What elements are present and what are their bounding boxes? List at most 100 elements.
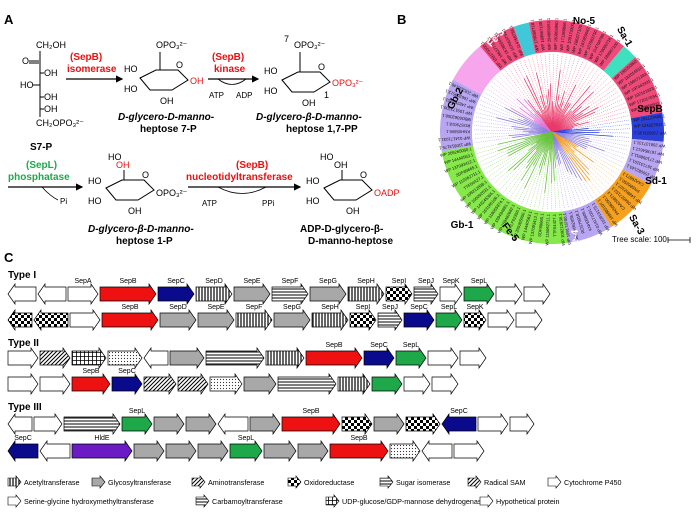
gene-arrow	[7, 372, 39, 396]
gene-arrow	[165, 439, 197, 463]
p2-ho1: HO	[264, 66, 278, 76]
clade-sector	[603, 46, 636, 79]
accession-label: WP 294865053.1	[546, 17, 552, 50]
accession-label: ROS79018.1	[445, 121, 470, 128]
p1-ho1: HO	[124, 64, 138, 74]
gene-arrow	[515, 308, 543, 332]
p2-num7: 7	[284, 34, 289, 44]
gene-arrow	[487, 308, 515, 332]
gene-label: SepL	[471, 278, 487, 285]
gene-sep-l	[463, 282, 495, 306]
legend-item: Hypothetical protein	[479, 494, 560, 508]
p3-ho-top: HO	[108, 152, 122, 162]
p4-oadp: OADP	[374, 188, 400, 198]
accession-label: WP 179080718.1	[529, 18, 540, 51]
legend-item: Radical SAM	[467, 475, 526, 489]
s7p-ho: HO	[20, 80, 34, 90]
p4-oh: OH	[346, 206, 360, 216]
gene-sep-c	[111, 372, 143, 396]
product1-name-line2: heptose 7-P	[140, 124, 197, 135]
gene-sep-b	[281, 412, 341, 436]
gene-label: SepH	[321, 304, 339, 311]
gene-sep-c	[441, 412, 477, 436]
gene-sep-a	[67, 282, 99, 306]
gene-label: SepC	[450, 408, 468, 415]
gene-label: SepC	[370, 342, 388, 349]
s7p-label: S7-P	[30, 142, 53, 153]
clade-sector	[563, 199, 612, 243]
gene-sep-k	[463, 308, 487, 332]
p4-o: O	[360, 170, 367, 180]
legend-swatch	[191, 475, 206, 489]
gene-arrow	[523, 282, 551, 306]
accession-label: WP 124327813.1	[634, 121, 667, 128]
type-ii-label: Type II	[8, 338, 39, 349]
pathway-panel: CH₂OH O OH HO OH OH CH₂OPO₃²⁻ S7-P (SepB…	[8, 34, 400, 247]
gene-sep-f	[235, 308, 273, 332]
heptose-7p-structure: OPO₃²⁻ O HO HO OH OH	[124, 40, 204, 106]
gene-arrow	[143, 346, 169, 370]
accession-label: MBD6062058.1	[568, 211, 580, 241]
gene-arrow	[185, 412, 217, 436]
gene-arrow	[71, 346, 107, 370]
gene-arrow	[7, 412, 33, 436]
gene-arrow	[7, 346, 39, 370]
kinase-atp: ATP	[209, 91, 224, 100]
gene-arrow	[39, 439, 71, 463]
gene-label: SepB	[121, 304, 138, 311]
kinase-enzyme: (SepB)	[212, 52, 244, 63]
clade-sector	[441, 145, 568, 244]
gene-arrow	[197, 439, 229, 463]
clade-label: No-5	[573, 16, 596, 27]
gene-sep-d	[159, 308, 197, 332]
gene-label: SepL	[238, 435, 254, 442]
kinase-label: kinase	[214, 64, 246, 75]
accession-label: WP 171188866.1	[559, 18, 568, 51]
gene-sep-l	[121, 412, 153, 436]
tree-branches	[474, 54, 630, 210]
gene-label: SepC	[118, 368, 136, 375]
clade-sector	[513, 22, 536, 57]
gene-arrow	[373, 412, 405, 436]
p2-oh: OH	[302, 98, 316, 108]
gene-arrow	[217, 412, 249, 436]
accession-label: WP 189967100.1	[538, 17, 546, 50]
gene-sep-b	[329, 439, 389, 463]
clade-label: Gb-1	[451, 220, 474, 231]
gene-label: SepB	[119, 278, 136, 285]
gene-label: SepF	[246, 304, 263, 311]
gene-sep-j	[377, 308, 403, 332]
p3-oh: OH	[128, 206, 142, 216]
s7p-o: O	[22, 56, 29, 66]
phosphatase-pi: Pi	[60, 197, 67, 206]
legend-item: Carbamoyltransferase	[195, 494, 283, 508]
legend-label: Radical SAM	[484, 478, 526, 487]
p4-ho2: HO	[306, 196, 320, 206]
gene-sep-j	[413, 282, 439, 306]
legend-swatch	[379, 475, 394, 489]
legend-label: Aminotransferase	[208, 478, 264, 487]
legend-swatch	[287, 475, 302, 489]
gene-sep-k	[439, 282, 463, 306]
p3-o: O	[142, 170, 149, 180]
gene-sep-f	[271, 282, 309, 306]
isomerase-enzyme: (SepB)	[70, 52, 102, 63]
nt-atp: ATP	[202, 199, 217, 208]
gene-label: SepE	[243, 278, 260, 285]
gene-label: SepF	[282, 278, 299, 285]
tree-scale-label: Tree scale: 100	[612, 235, 667, 244]
legend-swatch	[325, 494, 340, 508]
p3-opo3: OPO₃²⁻	[156, 188, 188, 198]
gene-label: SepI	[356, 304, 370, 311]
gene-sep-c	[157, 282, 195, 306]
accession-label: WP 137093412.1	[528, 211, 539, 244]
gene-arrow	[277, 372, 337, 396]
gene-arrow	[459, 346, 487, 370]
legend-swatch	[467, 475, 482, 489]
gene-label: SepL	[129, 408, 145, 415]
legend-label: Cytochrome P450	[564, 478, 622, 487]
gene-sep-b	[99, 282, 157, 306]
p1-oh2: OH	[190, 76, 204, 86]
gene-label: SepK	[466, 304, 483, 311]
